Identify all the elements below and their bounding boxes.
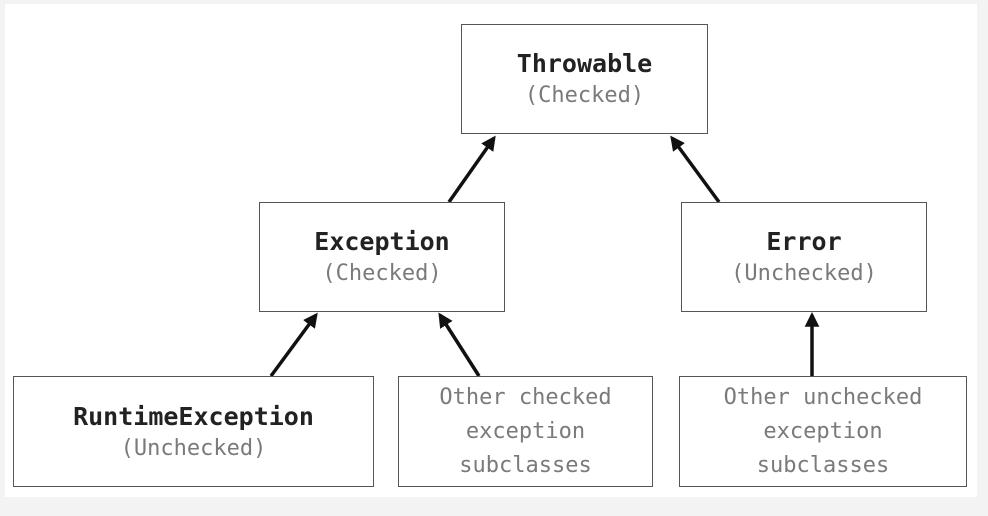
throwable-name: Throwable: [516, 49, 653, 78]
exception-node: Exception (Checked): [259, 202, 505, 312]
other-unchecked-line-3: subclasses: [756, 452, 890, 478]
runtime-exception-node: RuntimeException (Unchecked): [13, 376, 374, 487]
edge-other-checked-to-exception: [438, 312, 481, 377]
other-checked-line-2: exception: [465, 418, 586, 444]
error-name: Error: [766, 227, 842, 256]
throwable-node: Throwable (Checked): [461, 24, 708, 134]
other-unchecked-line-2: exception: [763, 418, 883, 444]
edge-exception-to-throwable: [447, 135, 496, 204]
edge-runtime-to-exception: [269, 312, 318, 378]
throwable-kind: (Checked): [524, 83, 645, 108]
edge-error-to-throwable: [670, 135, 721, 204]
error-kind: (Unchecked): [731, 261, 877, 286]
other-unchecked-line-1: Other unchecked: [723, 384, 923, 410]
runtime-exception-name: RuntimeException: [73, 401, 314, 431]
error-node: Error (Unchecked): [681, 202, 927, 312]
other-checked-node: Other checked exception subclasses: [398, 376, 653, 487]
exception-kind: (Checked): [322, 261, 442, 286]
other-checked-line-3: subclasses: [459, 452, 592, 478]
exception-name: Exception: [314, 227, 450, 256]
runtime-exception-kind: (Unchecked): [120, 435, 267, 461]
other-checked-line-1: Other checked: [439, 384, 612, 410]
other-unchecked-node: Other unchecked exception subclasses: [679, 376, 967, 487]
